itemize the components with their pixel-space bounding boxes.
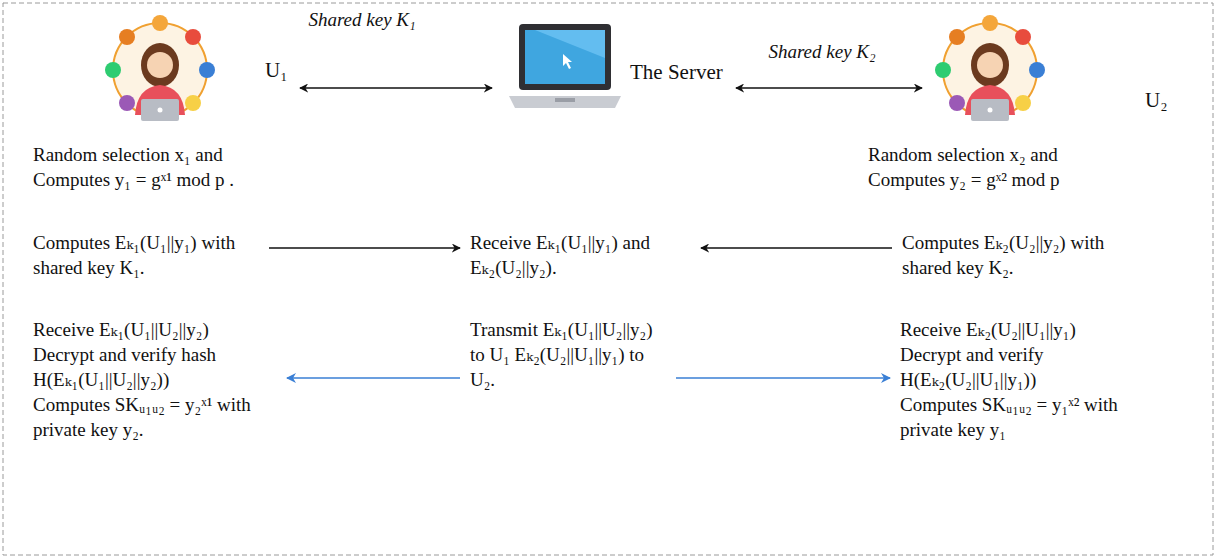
arrow-connector bbox=[736, 87, 922, 88]
user-icon bbox=[935, 15, 1045, 121]
arrow-connector bbox=[269, 247, 460, 248]
step-text: Random selection x₁ and Computes y₁ = gˣ… bbox=[31, 140, 271, 194]
step-line: Computes Eₖ₁(U₁||y₁) with shared key K₁. bbox=[33, 230, 259, 280]
step-line: Decrypt and verify H(Eₖ₂(U₂||U₁||y₁)) bbox=[900, 342, 1146, 392]
step-text: Receive Eₖ₁(U₁||U₂||y₂)Decrypt and verif… bbox=[31, 315, 279, 444]
step-line: Random selection x₂ and Computes y₂ = gˣ… bbox=[868, 142, 1104, 192]
arrow-connector bbox=[701, 247, 892, 248]
step-line: Computes SKᵤ₁ᵤ₂ = y₂ˣ¹ with private key … bbox=[33, 392, 277, 442]
step-line: Receive Eₖ₂(U₂||U₁||y₁) bbox=[900, 317, 1146, 342]
user-node: U₂ bbox=[930, 12, 1178, 127]
user-node: U₁ bbox=[100, 12, 292, 127]
edge-label: Shared key K₂ bbox=[765, 41, 878, 63]
arrow-connector bbox=[300, 87, 492, 88]
step-text: Random selection x₂ and Computes y₂ = gˣ… bbox=[866, 140, 1106, 194]
server-node: The Server bbox=[500, 12, 728, 127]
step-text: Computes Eₖ₁(U₁||y₁) with shared key K₁. bbox=[31, 228, 261, 282]
step-text: Computes Eₖ₂(U₂||y₂) with shared key K₂. bbox=[900, 228, 1140, 282]
step-line: Decrypt and verify hash H(Eₖ₁(U₁||U₂||y₂… bbox=[33, 342, 277, 392]
user-icon bbox=[105, 15, 215, 121]
step-line: Computes SKᵤ₁ᵤ₂ = y₁ˣ² with private key … bbox=[900, 392, 1146, 442]
node-label: U₁ bbox=[265, 58, 288, 83]
step-line: Transmit Eₖ₁(U₁||U₂||y₂) to U₁ Eₖ₂(U₂||U… bbox=[470, 317, 666, 392]
step-line: Receive Eₖ₁(U₁||y₁) and Eₖ₂(U₂||y₂). bbox=[470, 230, 691, 280]
step-line: Random selection x₁ and Computes y₁ = gˣ… bbox=[33, 142, 269, 192]
step-text: Receive Eₖ₁(U₁||y₁) and Eₖ₂(U₂||y₂). bbox=[468, 228, 693, 282]
edge-label: Shared key K₁ bbox=[305, 9, 418, 31]
node-label: The Server bbox=[630, 60, 723, 85]
step-text: Receive Eₖ₂(U₂||U₁||y₁)Decrypt and verif… bbox=[898, 315, 1148, 444]
laptop-icon bbox=[509, 24, 621, 108]
step-line: Receive Eₖ₁(U₁||U₂||y₂) bbox=[33, 317, 277, 342]
arrow-connector bbox=[287, 377, 460, 379]
dashed-frame bbox=[3, 3, 1213, 555]
step-text: Transmit Eₖ₁(U₁||U₂||y₂) to U₁ Eₖ₂(U₂||U… bbox=[468, 315, 668, 394]
node-label: U₂ bbox=[1145, 88, 1168, 113]
arrow-connector bbox=[676, 377, 890, 379]
step-line: Computes Eₖ₂(U₂||y₂) with shared key K₂. bbox=[902, 230, 1138, 280]
